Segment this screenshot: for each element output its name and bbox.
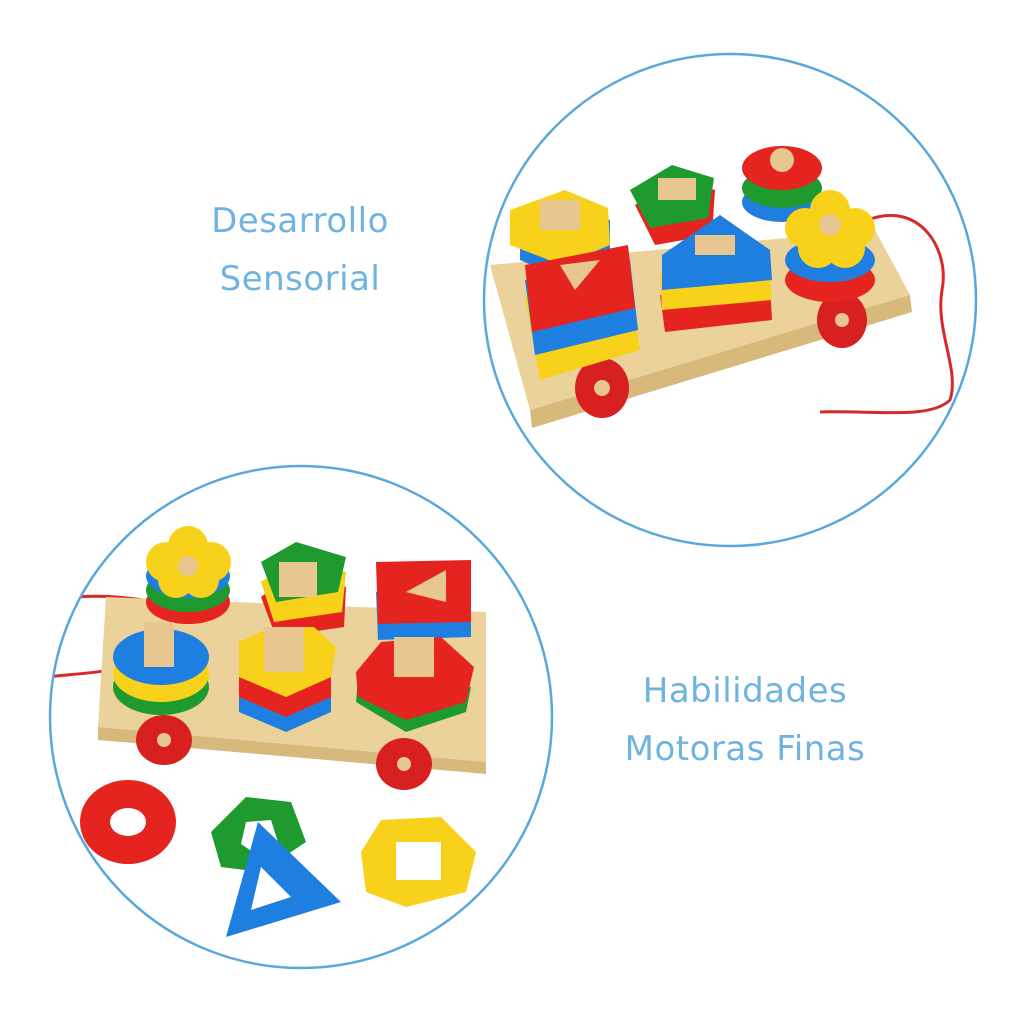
circle-stack [742, 146, 822, 222]
loose-triangle-blue [226, 822, 341, 937]
square-stack [525, 245, 640, 380]
caption-bottom-line2: Motoras Finas [624, 729, 866, 769]
caption-top-line1: Desarrollo [211, 201, 389, 241]
hexagon-stack [239, 627, 336, 732]
caption-bottom-line1: Habilidades [642, 671, 848, 711]
caption-fine-motor-skills: Habilidades Motoras Finas [590, 662, 900, 778]
wheel [136, 715, 192, 765]
loose-ring-red [80, 780, 176, 864]
triangle-stack [660, 215, 772, 332]
toy-photo-bottom [48, 464, 554, 970]
flower-stack [785, 190, 875, 302]
hexagon-stack-red [356, 637, 474, 732]
toy-photo-top [482, 52, 978, 548]
wheel [376, 738, 432, 790]
caption-sensory-development: Desarrollo Sensorial [160, 192, 440, 308]
loose-hexagon-yellow [361, 817, 476, 907]
caption-top-line2: Sensorial [219, 259, 381, 299]
square-stack [376, 560, 471, 640]
wheel [817, 292, 867, 348]
flower-stack [146, 526, 231, 624]
pentagon-stack [261, 542, 346, 637]
wheel [575, 358, 629, 418]
pull-string [819, 213, 954, 415]
pentagon-stack [630, 165, 715, 245]
circle-stack [113, 622, 209, 715]
